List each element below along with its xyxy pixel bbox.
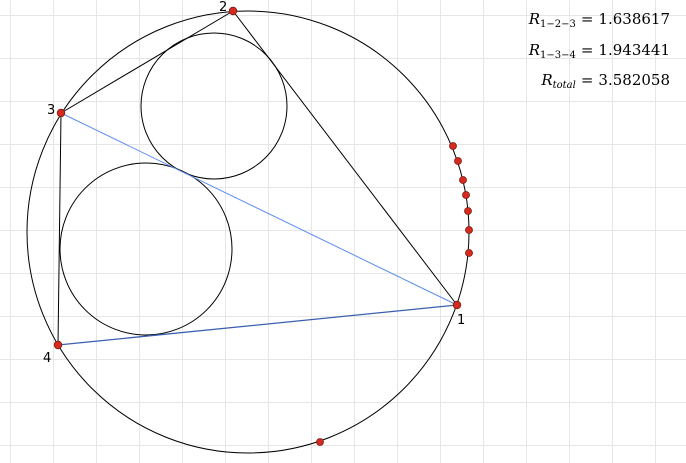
incircle-1-3-4 — [59, 162, 233, 336]
vertex-1[interactable]: 1 — [452, 300, 465, 328]
equals-sign: = — [580, 71, 594, 89]
segment-4-1 — [57, 304, 458, 346]
vertex-2-marker[interactable] — [228, 6, 238, 16]
vertex-3[interactable]: 3 — [47, 103, 66, 118]
segment-3-1 — [60, 112, 458, 306]
readout-subscript: total — [552, 80, 576, 91]
aux-point[interactable] — [454, 157, 462, 165]
readout-r-total: Rtotal =3.582058 — [541, 71, 670, 91]
vertex-3-label: 3 — [47, 103, 55, 118]
equals-sign: = — [580, 41, 594, 59]
aux-point[interactable] — [316, 438, 324, 446]
vertex-3-marker[interactable] — [56, 108, 66, 118]
aux-point[interactable] — [459, 176, 467, 184]
vertex-4-label: 4 — [43, 351, 51, 366]
auxiliary-points — [316, 142, 473, 446]
aux-point[interactable] — [464, 207, 472, 215]
segment-2-3 — [60, 10, 234, 114]
readout-value: 3.582058 — [598, 71, 670, 89]
readout-symbol: R — [528, 41, 540, 59]
segment-2-1 — [232, 10, 458, 306]
aux-point[interactable] — [462, 191, 470, 199]
aux-point[interactable] — [465, 249, 473, 257]
readout-value: 1.638617 — [598, 10, 670, 28]
vertex-2-label: 2 — [219, 0, 227, 15]
readout-value: 1.943441 — [598, 41, 670, 59]
readout-r-1-3-4: R1−3−4 =1.943441 — [529, 41, 670, 61]
readout-symbol: R — [528, 10, 540, 28]
segment-3-4 — [57, 112, 62, 346]
readout-r-1-2-3: R1−2−3 =1.638617 — [529, 10, 670, 30]
vertex-4[interactable]: 4 — [43, 340, 63, 366]
circumcircle — [26, 10, 470, 454]
readout-subscript: 1−2−3 — [539, 19, 576, 30]
aux-point[interactable] — [465, 226, 473, 234]
equals-sign: = — [580, 10, 594, 28]
readout-subscript: 1−3−4 — [539, 50, 576, 61]
vertex-1-label: 1 — [457, 313, 465, 328]
vertex-1-marker[interactable] — [452, 300, 462, 310]
vertex-4-marker[interactable] — [53, 340, 63, 350]
vertex-2[interactable]: 2 — [219, 0, 238, 16]
aux-point[interactable] — [449, 142, 457, 150]
incircle-1-2-3 — [140, 32, 288, 180]
readout-symbol: R — [541, 71, 553, 89]
